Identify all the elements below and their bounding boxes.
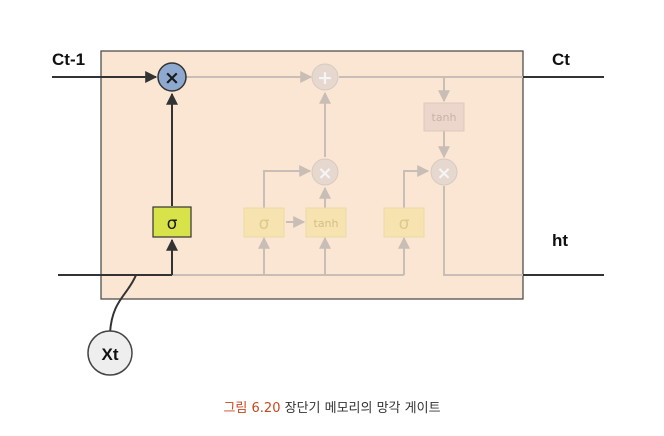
input-multiply-symbol: × — [317, 163, 332, 184]
h-out-label: ht — [552, 231, 568, 250]
c-prev-label: Ct-1 — [52, 50, 85, 69]
forget-sigma-gate: σ — [152, 206, 192, 238]
forget-sigma-label: σ — [167, 214, 178, 234]
forget-multiply-op: × — [157, 62, 187, 92]
candidate-tanh-gate: tanh — [305, 207, 347, 238]
add-symbol: + — [317, 67, 333, 89]
c-next-label: Ct — [552, 50, 570, 69]
input-sigma-label: σ — [259, 214, 270, 234]
output-multiply-symbol: × — [436, 163, 451, 184]
output-tanh-op: tanh — [423, 102, 465, 132]
figure-number: 그림 6.20 — [223, 401, 281, 416]
figure-title: 장단기 메모리의 망각 게이트 — [284, 401, 441, 416]
active-paths — [52, 71, 604, 334]
x-input-node: Xt — [87, 330, 133, 376]
candidate-tanh-label: tanh — [314, 217, 339, 230]
output-sigma-label: σ — [399, 214, 410, 234]
figure-caption: 그림 6.20 장단기 메모리의 망각 게이트 — [0, 397, 664, 416]
add-op: + — [311, 63, 339, 91]
output-tanh-label: tanh — [432, 111, 457, 124]
output-sigma-gate: σ — [383, 207, 425, 238]
x-input-label: Xt — [102, 345, 119, 364]
input-sigma-gate: σ — [243, 207, 285, 238]
input-multiply-op: × — [311, 158, 339, 186]
faded-paths — [172, 71, 523, 276]
output-multiply-op: × — [430, 158, 458, 186]
forget-multiply-symbol: × — [164, 67, 180, 89]
